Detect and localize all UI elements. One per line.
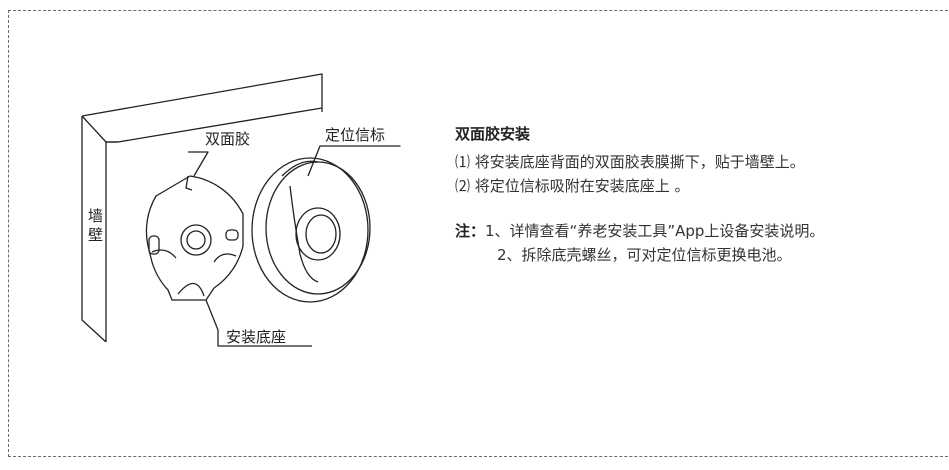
instructions-block: 双面胶安装 ⑴ 将安装底座背面的双面胶表膜撕下，贴于墙壁上。 ⑵ 将定位信标吸附…: [455, 122, 824, 267]
instructions-title: 双面胶安装: [455, 125, 531, 143]
mount-base-label: 安装底座: [226, 328, 287, 346]
step-2: ⑵ 将定位信标吸附在安装底座上 。: [455, 177, 690, 195]
wall-label: 墙壁: [88, 207, 104, 244]
base-leader: [205, 299, 312, 347]
note-1: 1、详情查看“养老安装工具”App上设备安装说明。: [485, 222, 825, 240]
step-1: ⑴ 将安装底座背面的双面胶表膜撕下，贴于墙壁上。: [455, 153, 805, 171]
beacon-leader: [307, 145, 401, 177]
double-tape-label: 双面胶: [205, 130, 251, 148]
note-2: 2、拆除底壳螺丝，可对定位信标更换电池。: [497, 246, 792, 264]
double-tape-leader: [188, 151, 209, 177]
wall-drawing: [81, 73, 323, 343]
note-label: 注：: [455, 222, 486, 240]
beacon-label: 定位信标: [325, 126, 386, 144]
beacon-drawing: [251, 157, 371, 303]
note-1-row: 注：1、详情查看“养老安装工具”App上设备安装说明。: [455, 219, 824, 243]
mount-base-drawing: [145, 175, 244, 301]
installation-illustration: [81, 73, 401, 347]
dashed-frame: [8, 10, 949, 457]
